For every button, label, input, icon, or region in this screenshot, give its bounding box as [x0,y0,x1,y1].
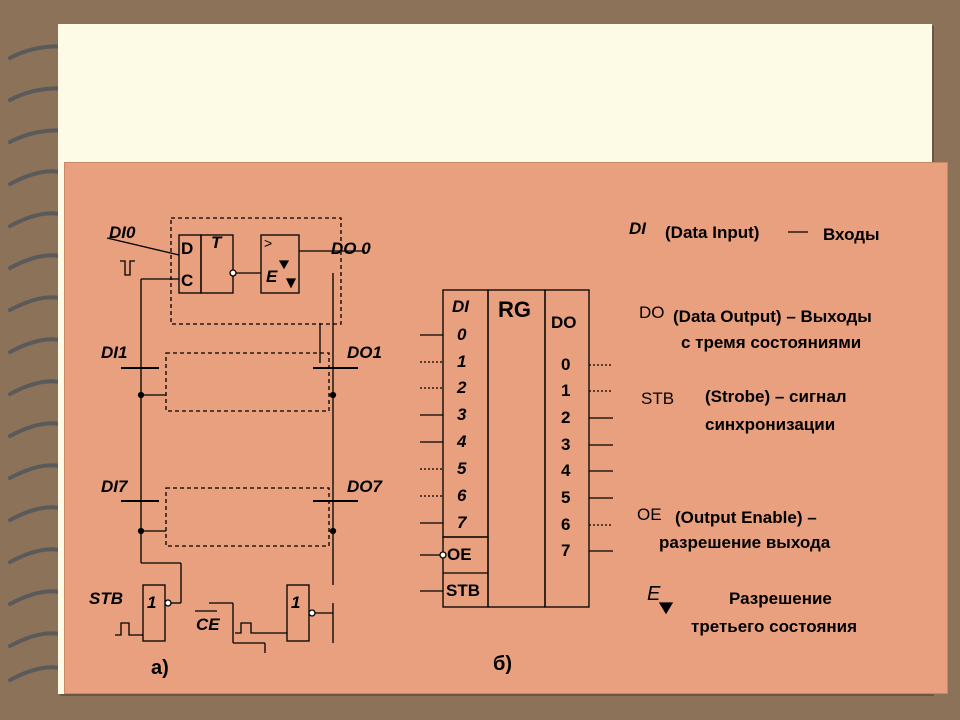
label-trigger-c: C [181,271,194,290]
legend-do-text: (Data Output) – Выходы [673,307,872,326]
legend-oe-text: (Output Enable) – [675,508,817,527]
label-di0: DI0 [109,223,136,242]
rg-output-0: 0 [561,355,571,374]
rg-output-4: 4 [561,461,571,480]
legend-di-desc: Входы [823,225,880,244]
label-do1: DO1 [347,343,382,362]
label-trigger-d: D [181,239,194,258]
rg-output-1: 1 [561,381,571,400]
legend-di-abbr: DI [629,219,646,238]
label-rg-do-header: DO [551,313,577,332]
label-di7: DI7 [101,477,128,496]
label-gate-one-left: 1 [147,593,157,612]
label-stb: STB [89,589,123,608]
legend-di-text: (Data Input) [665,223,760,242]
label-rg-di-header: DI [452,297,469,316]
label-di1: DI1 [101,343,128,362]
legend-oe-text2: разрешение выхода [659,533,831,552]
rg-output-3: 3 [561,435,571,454]
rg-output-2: 2 [561,408,571,427]
label-rg-stb: STB [446,581,480,600]
rg-output-5: 5 [561,488,571,507]
rg-input-1: 1 [457,352,467,371]
rg-output-6: 6 [561,515,571,534]
rg-input-3: 3 [457,405,467,424]
rg-input-4: 4 [457,432,467,451]
rg-input-0: 0 [457,325,467,344]
legend-oe-abbr: OE [637,505,662,524]
label-rg-oe: OE [447,545,472,564]
legend-do-text2: с тремя состояниями [681,333,862,352]
legend-do-abbr: DO [639,303,665,322]
label-gate-one-right: 1 [291,593,301,612]
label-trigger-t: T [211,233,222,252]
label-buffer-gt: > [264,235,273,251]
label-buffer-e: E [266,267,278,286]
label-do7: DO7 [347,477,382,496]
legend-ev-abbr: E [647,583,661,605]
caption-a: а) [151,657,169,679]
rg-input-6: 6 [457,486,467,505]
label-do0: DO 0 [331,239,371,258]
rg-output-7: 7 [561,541,571,560]
legend-stb-text2: синхронизации [705,415,836,434]
legend-stb-abbr: STB [641,389,675,408]
legend-ev-text2: третьего состояния [691,617,858,636]
diagram-slide: DI0 DO 0 D T C > E DI1 DO1 DI7 DO7 STB C… [64,162,948,694]
label-ce: CE [196,615,220,634]
rg-input-2: 2 [457,378,467,397]
legend-ev-text: Разрешение [729,589,832,608]
caption-b: б) [493,653,513,675]
rg-input-5: 5 [457,459,467,478]
rg-input-7: 7 [457,513,467,532]
label-rg: RG [498,297,531,322]
legend-stb-text: (Strobe) – сигнал [705,387,847,406]
schematic-lines [106,217,808,653]
